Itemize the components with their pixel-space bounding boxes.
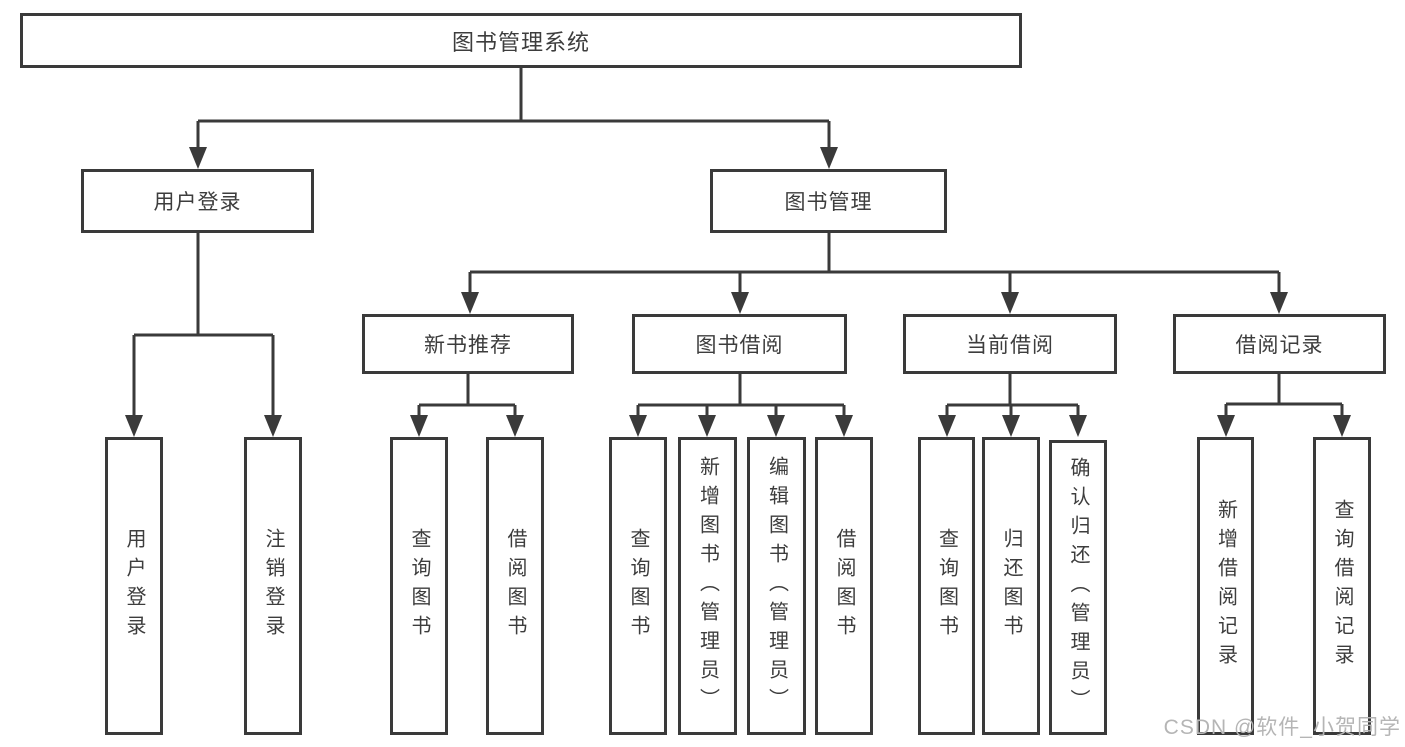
node-library-system: 图书管理系统	[20, 13, 1022, 68]
arrowhead	[410, 415, 428, 437]
leaf-query-borrow-record: 查询借阅记录	[1313, 437, 1371, 735]
connector-user-login-branch	[125, 233, 282, 437]
node-label: 归还图书	[1000, 528, 1022, 644]
node-label: 确认归还（管理员）	[1067, 457, 1089, 718]
leaf-add-borrow-record: 新增借阅记录	[1197, 437, 1254, 735]
arrowhead	[731, 292, 749, 314]
node-label: 当前借阅	[966, 334, 1054, 357]
node-book-management: 图书管理	[710, 169, 947, 233]
arrowhead	[629, 415, 647, 437]
leaf-edit-books-admin: 编辑图书（管理员）	[747, 437, 806, 735]
node-label: 查询图书	[935, 528, 958, 644]
connector-book-borrow-branch	[629, 374, 853, 437]
leaf-logout: 注销登录	[244, 437, 302, 735]
node-label: 图书管理系统	[451, 29, 590, 55]
node-label: 新增图书（管理员）	[696, 455, 719, 717]
arrowhead	[264, 415, 282, 437]
arrowhead	[1333, 415, 1351, 437]
leaf-query-books-borrow: 查询图书	[609, 437, 667, 735]
node-label: 借阅图书	[833, 528, 855, 644]
node-label: 借阅记录	[1235, 334, 1324, 357]
node-label: 用户登录	[153, 191, 242, 214]
node-label: 查询图书	[408, 528, 430, 644]
arrowhead	[461, 292, 479, 314]
leaf-return-books: 归还图书	[982, 437, 1040, 735]
node-label: 借阅图书	[504, 528, 526, 644]
node-label: 图书管理	[784, 191, 873, 214]
arrowhead	[820, 147, 838, 169]
arrowhead	[506, 415, 524, 437]
node-label: 查询借阅记录	[1331, 499, 1353, 673]
leaf-add-books-admin: 新增图书（管理员）	[678, 437, 737, 735]
arrowhead	[189, 147, 207, 169]
arrowhead	[835, 415, 853, 437]
node-label: 用户登录	[123, 528, 145, 644]
leaf-borrow-books: 借阅图书	[815, 437, 873, 735]
leaf-borrow-books-recommend: 借阅图书	[486, 437, 544, 735]
node-borrowing-records: 借阅记录	[1173, 314, 1386, 374]
connector-new-book-branch	[410, 374, 524, 437]
leaf-confirm-return-admin: 确认归还（管理员）	[1049, 440, 1107, 735]
csdn-watermark: CSDN @软件_小贺同学	[1163, 716, 1401, 739]
node-label: 图书借阅	[695, 334, 784, 357]
node-label: 注销登录	[262, 528, 284, 644]
leaf-query-books-recommend: 查询图书	[390, 437, 448, 735]
connector-borrow-records-branch	[1217, 374, 1351, 437]
connector-current-borrow-branch	[938, 374, 1087, 437]
arrowhead	[125, 415, 143, 437]
arrowhead	[1069, 415, 1087, 437]
node-user-login: 用户登录	[81, 169, 314, 233]
node-label: 查询图书	[627, 528, 649, 644]
node-label: 编辑图书（管理员）	[765, 455, 788, 717]
node-book-borrowing: 图书借阅	[632, 314, 847, 374]
leaf-user-login: 用户登录	[105, 437, 163, 735]
node-label: 新书推荐	[424, 334, 512, 357]
arrowhead	[698, 415, 716, 437]
connector-book-mgmt-branch	[461, 233, 1288, 314]
leaf-query-books-current: 查询图书	[918, 437, 975, 735]
arrowhead	[1001, 292, 1019, 314]
node-new-book-recommend: 新书推荐	[362, 314, 574, 374]
arrowhead	[1002, 415, 1020, 437]
node-current-borrowing: 当前借阅	[903, 314, 1117, 374]
arrowhead	[1217, 415, 1235, 437]
arrowhead	[938, 415, 956, 437]
arrowhead	[767, 415, 785, 437]
node-label: 新增借阅记录	[1214, 499, 1237, 673]
arrowhead	[1270, 292, 1288, 314]
connector-root-to-level2	[189, 68, 838, 169]
